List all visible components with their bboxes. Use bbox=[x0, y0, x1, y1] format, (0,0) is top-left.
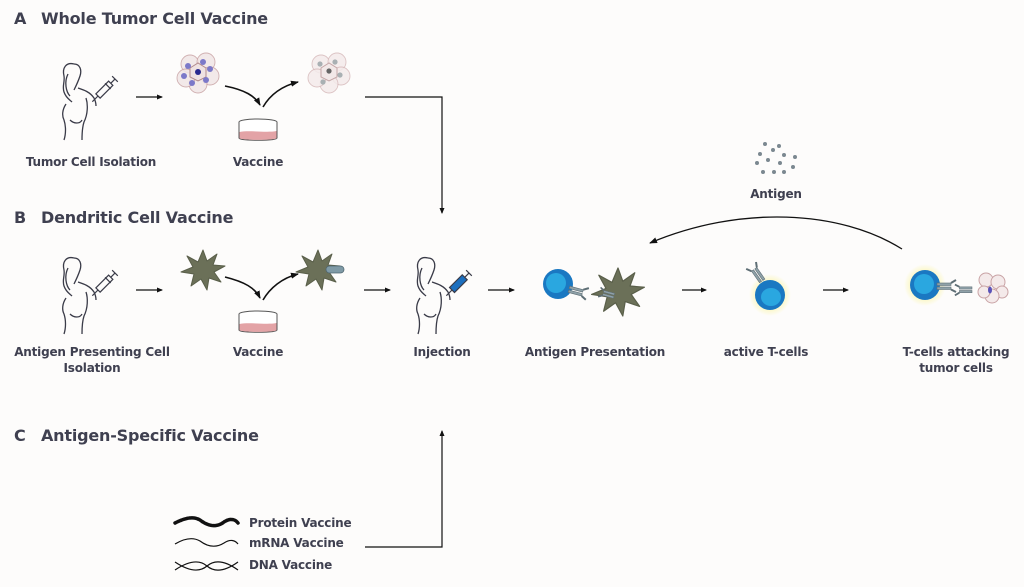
protein-strand-icon bbox=[173, 516, 240, 528]
antigen-particles-icon bbox=[755, 142, 797, 174]
label-vaccine-a: Vaccine bbox=[232, 155, 284, 169]
label-apc-isolation: Antigen Presenting Cell Isolation bbox=[4, 344, 180, 376]
arrow-b2-curve bbox=[224, 276, 261, 299]
section-a-letter: A bbox=[14, 9, 27, 28]
legend-dna-vaccine: DNA Vaccine bbox=[249, 558, 333, 572]
label-t-cells-attacking: T-cells attacking tumor cells bbox=[892, 344, 1020, 376]
label-active-t-cells: active T-cells bbox=[723, 345, 809, 359]
label-vaccine-b: Vaccine bbox=[232, 345, 284, 359]
label-t-cells-attacking-line2: tumor cells bbox=[919, 361, 993, 375]
mrna-strand-icon bbox=[174, 538, 239, 547]
section-c-letter: C bbox=[14, 426, 26, 445]
connector-a-to-injection bbox=[365, 96, 445, 214]
label-apc-isolation-line1: Antigen Presenting Cell bbox=[14, 345, 170, 359]
section-c-title: C Antigen-Specific Vaccine bbox=[14, 426, 259, 445]
connector-c-to-injection bbox=[365, 430, 445, 548]
tumor-cell-processed-icon bbox=[307, 52, 351, 94]
arrow-b3-curve bbox=[262, 272, 299, 301]
section-b-letter: B bbox=[14, 208, 26, 227]
label-tumor-cell-isolation: Tumor Cell Isolation bbox=[25, 155, 157, 169]
petri-dish-icon-a bbox=[238, 118, 278, 141]
legend-protein-vaccine: Protein Vaccine bbox=[249, 516, 352, 530]
section-a-title: A Whole Tumor Cell Vaccine bbox=[14, 9, 268, 28]
tumor-cell-antigen-rich-icon bbox=[176, 52, 220, 94]
dendritic-cell-loaded-icon bbox=[295, 249, 345, 291]
label-antigen: Antigen bbox=[750, 187, 802, 201]
t-cell-attacking-tumor-icon bbox=[904, 264, 1009, 306]
antigen-presentation-illustration bbox=[543, 267, 646, 317]
legend-mrna-vaccine: mRNA Vaccine bbox=[249, 536, 344, 550]
patient-illustration-a bbox=[62, 62, 119, 141]
active-t-cell-icon bbox=[745, 260, 791, 316]
section-b-title-text: Dendritic Cell Vaccine bbox=[41, 208, 234, 227]
feedback-arrow-curve bbox=[649, 216, 903, 250]
arrow-a2-curve bbox=[224, 85, 261, 106]
patient-illustration-b bbox=[62, 256, 119, 335]
section-c-title-text: Antigen-Specific Vaccine bbox=[41, 426, 259, 445]
petri-dish-icon-b bbox=[238, 310, 278, 333]
label-t-cells-attacking-line1: T-cells attacking bbox=[902, 345, 1010, 359]
dendritic-cell-icon bbox=[180, 249, 226, 291]
label-antigen-presentation: Antigen Presentation bbox=[524, 345, 666, 359]
dna-helix-icon bbox=[174, 561, 239, 571]
arrow-a3-curve bbox=[262, 80, 299, 108]
section-a-title-text: Whole Tumor Cell Vaccine bbox=[41, 9, 268, 28]
injection-illustration bbox=[416, 256, 473, 335]
label-apc-isolation-line2: Isolation bbox=[63, 361, 121, 375]
label-injection: Injection bbox=[413, 345, 471, 359]
section-b-title: B Dendritic Cell Vaccine bbox=[14, 208, 233, 227]
